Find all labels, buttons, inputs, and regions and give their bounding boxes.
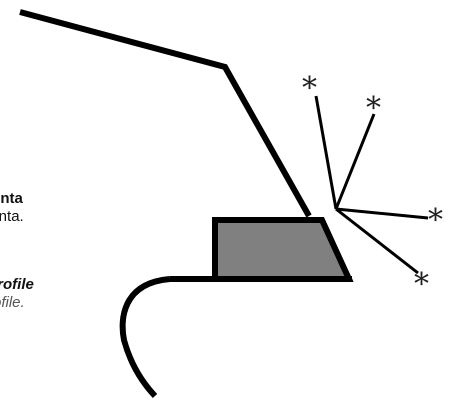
outline-lower-curve (119, 276, 171, 399)
ray-4 (335, 207, 419, 275)
asterisk-icon: * (366, 91, 381, 126)
label-punta: punta. (0, 208, 24, 225)
asterisk-icon: * (428, 203, 443, 238)
ray-3 (335, 207, 429, 220)
label-profile-bold-italic: profile (0, 276, 34, 293)
asterisk-icon: * (414, 267, 429, 302)
asterisk-icon: * (302, 71, 317, 106)
ray-2 (334, 113, 376, 210)
shaded-block (212, 217, 354, 282)
outline-upper-line (19, 9, 312, 218)
label-punta-bold: punta (0, 190, 23, 207)
ray-1 (314, 95, 338, 210)
label-profile-italic: rofile. (0, 294, 25, 311)
